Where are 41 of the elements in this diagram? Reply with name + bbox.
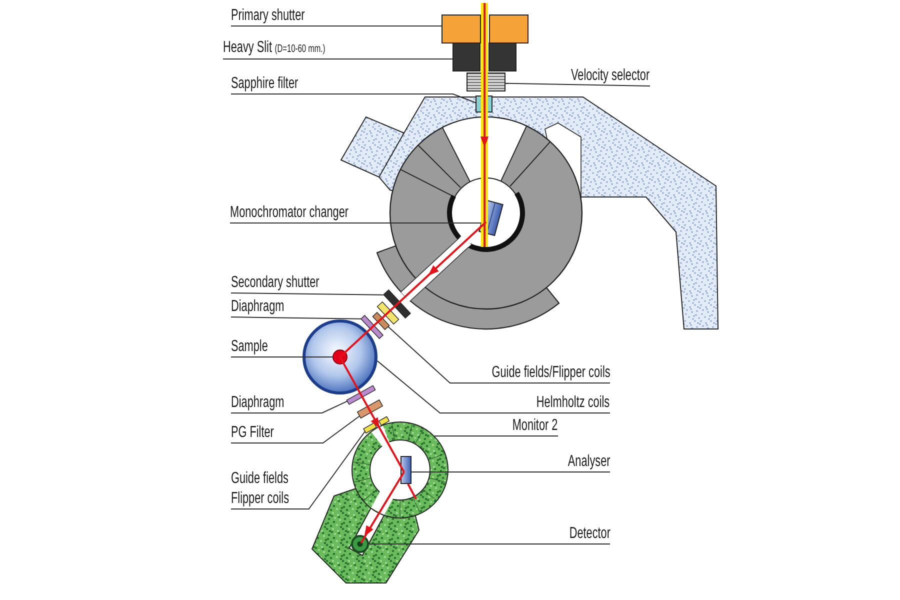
- guide-field-coil: [363, 422, 377, 434]
- leader-line: [504, 82, 650, 86]
- part-label: PG Filter: [231, 423, 274, 443]
- leader-line: [230, 400, 348, 414]
- part-label: Sapphire filter: [231, 74, 298, 94]
- part-label: Primary shutter: [231, 6, 305, 26]
- part-label: Velocity selector: [571, 66, 650, 86]
- pg-filter: [356, 399, 384, 419]
- leader-line: [230, 416, 360, 444]
- sample-dot: [332, 350, 348, 364]
- leader-line: [388, 326, 610, 384]
- leader-line: [230, 430, 366, 510]
- leader-line: [222, 58, 454, 60]
- part-label: Heavy Slit: [223, 39, 272, 56]
- part-label: Monitor 2: [512, 416, 558, 436]
- flipper-coil: [372, 312, 390, 330]
- dimension-note: (D=10-60 mm.): [274, 43, 326, 55]
- part-label: Detector: [568, 524, 610, 544]
- part-label: Guide fields Flipper coils: [231, 469, 306, 509]
- leader-line: [376, 360, 610, 414]
- part-label: Secondary shutter: [231, 273, 320, 293]
- part-label: Monochromator changer: [230, 203, 349, 223]
- part-label: Diaphragm: [231, 393, 284, 413]
- part-label: Sample: [231, 337, 268, 357]
- leader-line: [230, 292, 384, 296]
- leader-line: [230, 356, 333, 358]
- leader-line: [230, 222, 482, 224]
- part-label: Analyser: [568, 452, 610, 472]
- coil-sphere: [302, 320, 378, 394]
- secondary-shutter: [383, 289, 411, 319]
- primary-shutter: [442, 14, 528, 44]
- leader-line: [230, 316, 362, 320]
- part-label: Guide fields/Flipper coils: [491, 363, 610, 383]
- part-label: Helmholtz coils: [536, 393, 610, 413]
- diaphragm: [360, 314, 384, 340]
- analyser-shielding: [352, 422, 448, 518]
- analyser-crystal: [400, 456, 412, 484]
- diaphragm: [346, 385, 376, 405]
- heavy-slit: [452, 42, 516, 72]
- leader-line: [230, 94, 476, 104]
- part-label: Diaphragm: [231, 297, 284, 317]
